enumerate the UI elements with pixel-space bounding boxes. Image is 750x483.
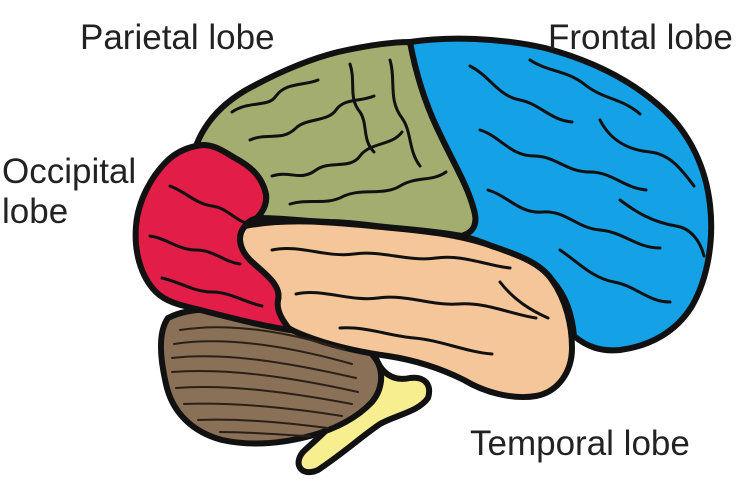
cerebellum-striation (183, 402, 343, 417)
frontal-fold (486, 188, 662, 250)
frontal-fold (528, 58, 642, 116)
frontal-fold (598, 118, 696, 188)
temporal-fold (294, 290, 538, 320)
temporal-lobe-label: Temporal lobe (470, 424, 690, 463)
cerebellum-striation (175, 385, 353, 405)
temporal-fold (338, 326, 494, 356)
cerebellum-striation (171, 355, 357, 379)
occipital-fold (160, 276, 264, 308)
frontal-fold (558, 248, 672, 304)
occipital-lobe-label-line2: lobe (2, 192, 69, 232)
cerebellum-striation (179, 326, 346, 351)
occipital-lobe-label: Occipital lobe (2, 152, 136, 233)
parietal-fold (388, 58, 422, 168)
frontal-fold (618, 198, 706, 258)
parietal-fold (288, 170, 448, 206)
cerebellum-striation (173, 340, 353, 365)
occipital-lobe-label-line1: Occipital (2, 152, 137, 191)
parietal-fold (230, 78, 320, 114)
frontal-fold (478, 128, 648, 192)
parietal-fold (270, 130, 404, 178)
parietal-lobe-label: Parietal lobe (80, 18, 275, 57)
temporal-fold (270, 246, 512, 270)
parietal-lobe (193, 39, 479, 239)
occipital-fold (168, 184, 252, 226)
occipital-fold (148, 234, 242, 266)
temporal-fold (498, 280, 550, 320)
cerebellum-striation (197, 418, 329, 429)
frontal-fold (468, 64, 574, 124)
frontal-lobe-label: Frontal lobe (548, 18, 733, 57)
cerebellum-striation (219, 431, 311, 437)
frontal-lobe (407, 35, 715, 354)
parietal-fold (348, 62, 376, 154)
cerebellum-striation (171, 370, 359, 393)
